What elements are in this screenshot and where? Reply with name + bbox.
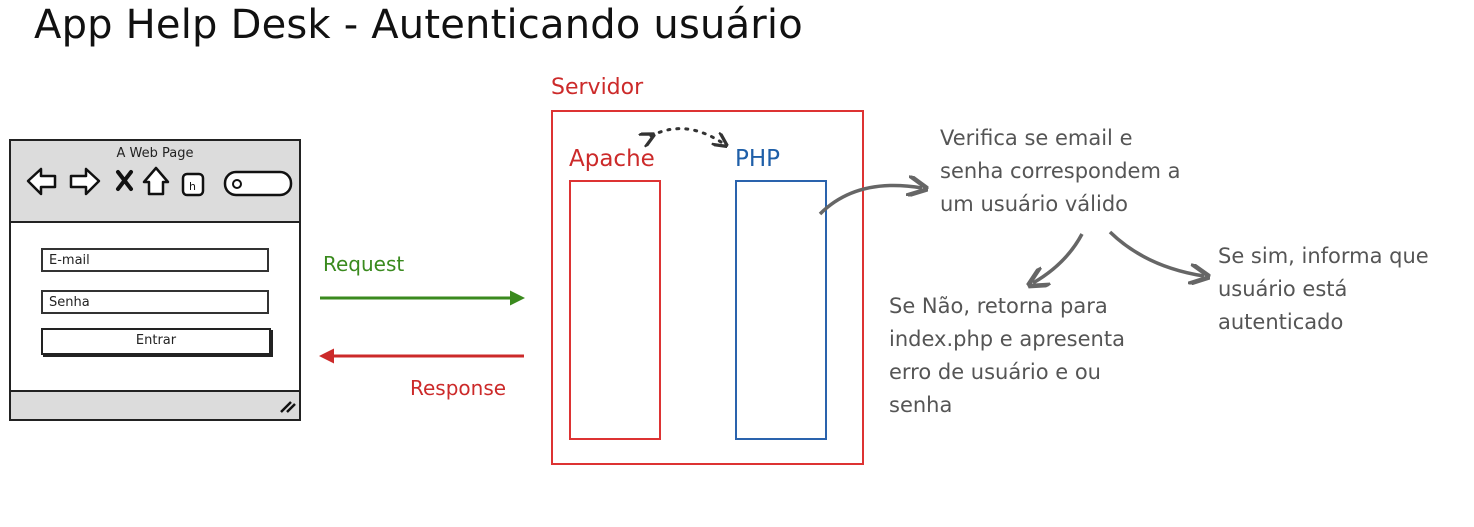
server-label: Servidor <box>551 75 644 100</box>
home-icon <box>142 166 170 196</box>
back-arrow-icon <box>26 167 57 196</box>
server-box <box>551 110 864 465</box>
apache-box <box>569 180 661 440</box>
password-field[interactable]: Senha <box>41 290 269 314</box>
history-icon <box>181 172 205 197</box>
apache-label: Apache <box>569 146 655 172</box>
email-field[interactable]: E-mail <box>41 248 269 272</box>
request-label: Request <box>323 252 405 276</box>
verify-to-no-arrow <box>1033 233 1084 283</box>
resize-grip-icon <box>280 401 296 413</box>
page-title: App Help Desk - Autenticando usuário <box>34 2 803 48</box>
note-verify: Verifica se email e senha correspondem a… <box>940 126 1181 216</box>
response-label: Response <box>410 376 507 400</box>
forward-arrow-icon <box>69 167 101 196</box>
browser-toolbar: A Web Page h <box>11 141 299 223</box>
note-no: Se Não, retorna para index.php e apresen… <box>889 294 1125 417</box>
php-label: PHP <box>735 146 781 172</box>
svg-text:h: h <box>189 180 196 193</box>
php-to-verify-arrow <box>818 185 922 216</box>
login-button[interactable]: Entrar <box>41 328 271 355</box>
verify-to-yes-arrow <box>1108 230 1204 276</box>
browser-page-title: A Web Page <box>116 146 194 161</box>
browser-toolbar-icons: h <box>26 166 293 197</box>
browser-statusbar <box>11 390 299 419</box>
apache-php-link-arrow <box>651 127 724 144</box>
note-yes: Se sim, informa que usuário está autenti… <box>1218 244 1429 334</box>
browser-mockup: A Web Page h E-mail Senha Entrar <box>9 139 301 421</box>
php-box <box>735 180 827 440</box>
search-box-icon <box>223 170 293 197</box>
